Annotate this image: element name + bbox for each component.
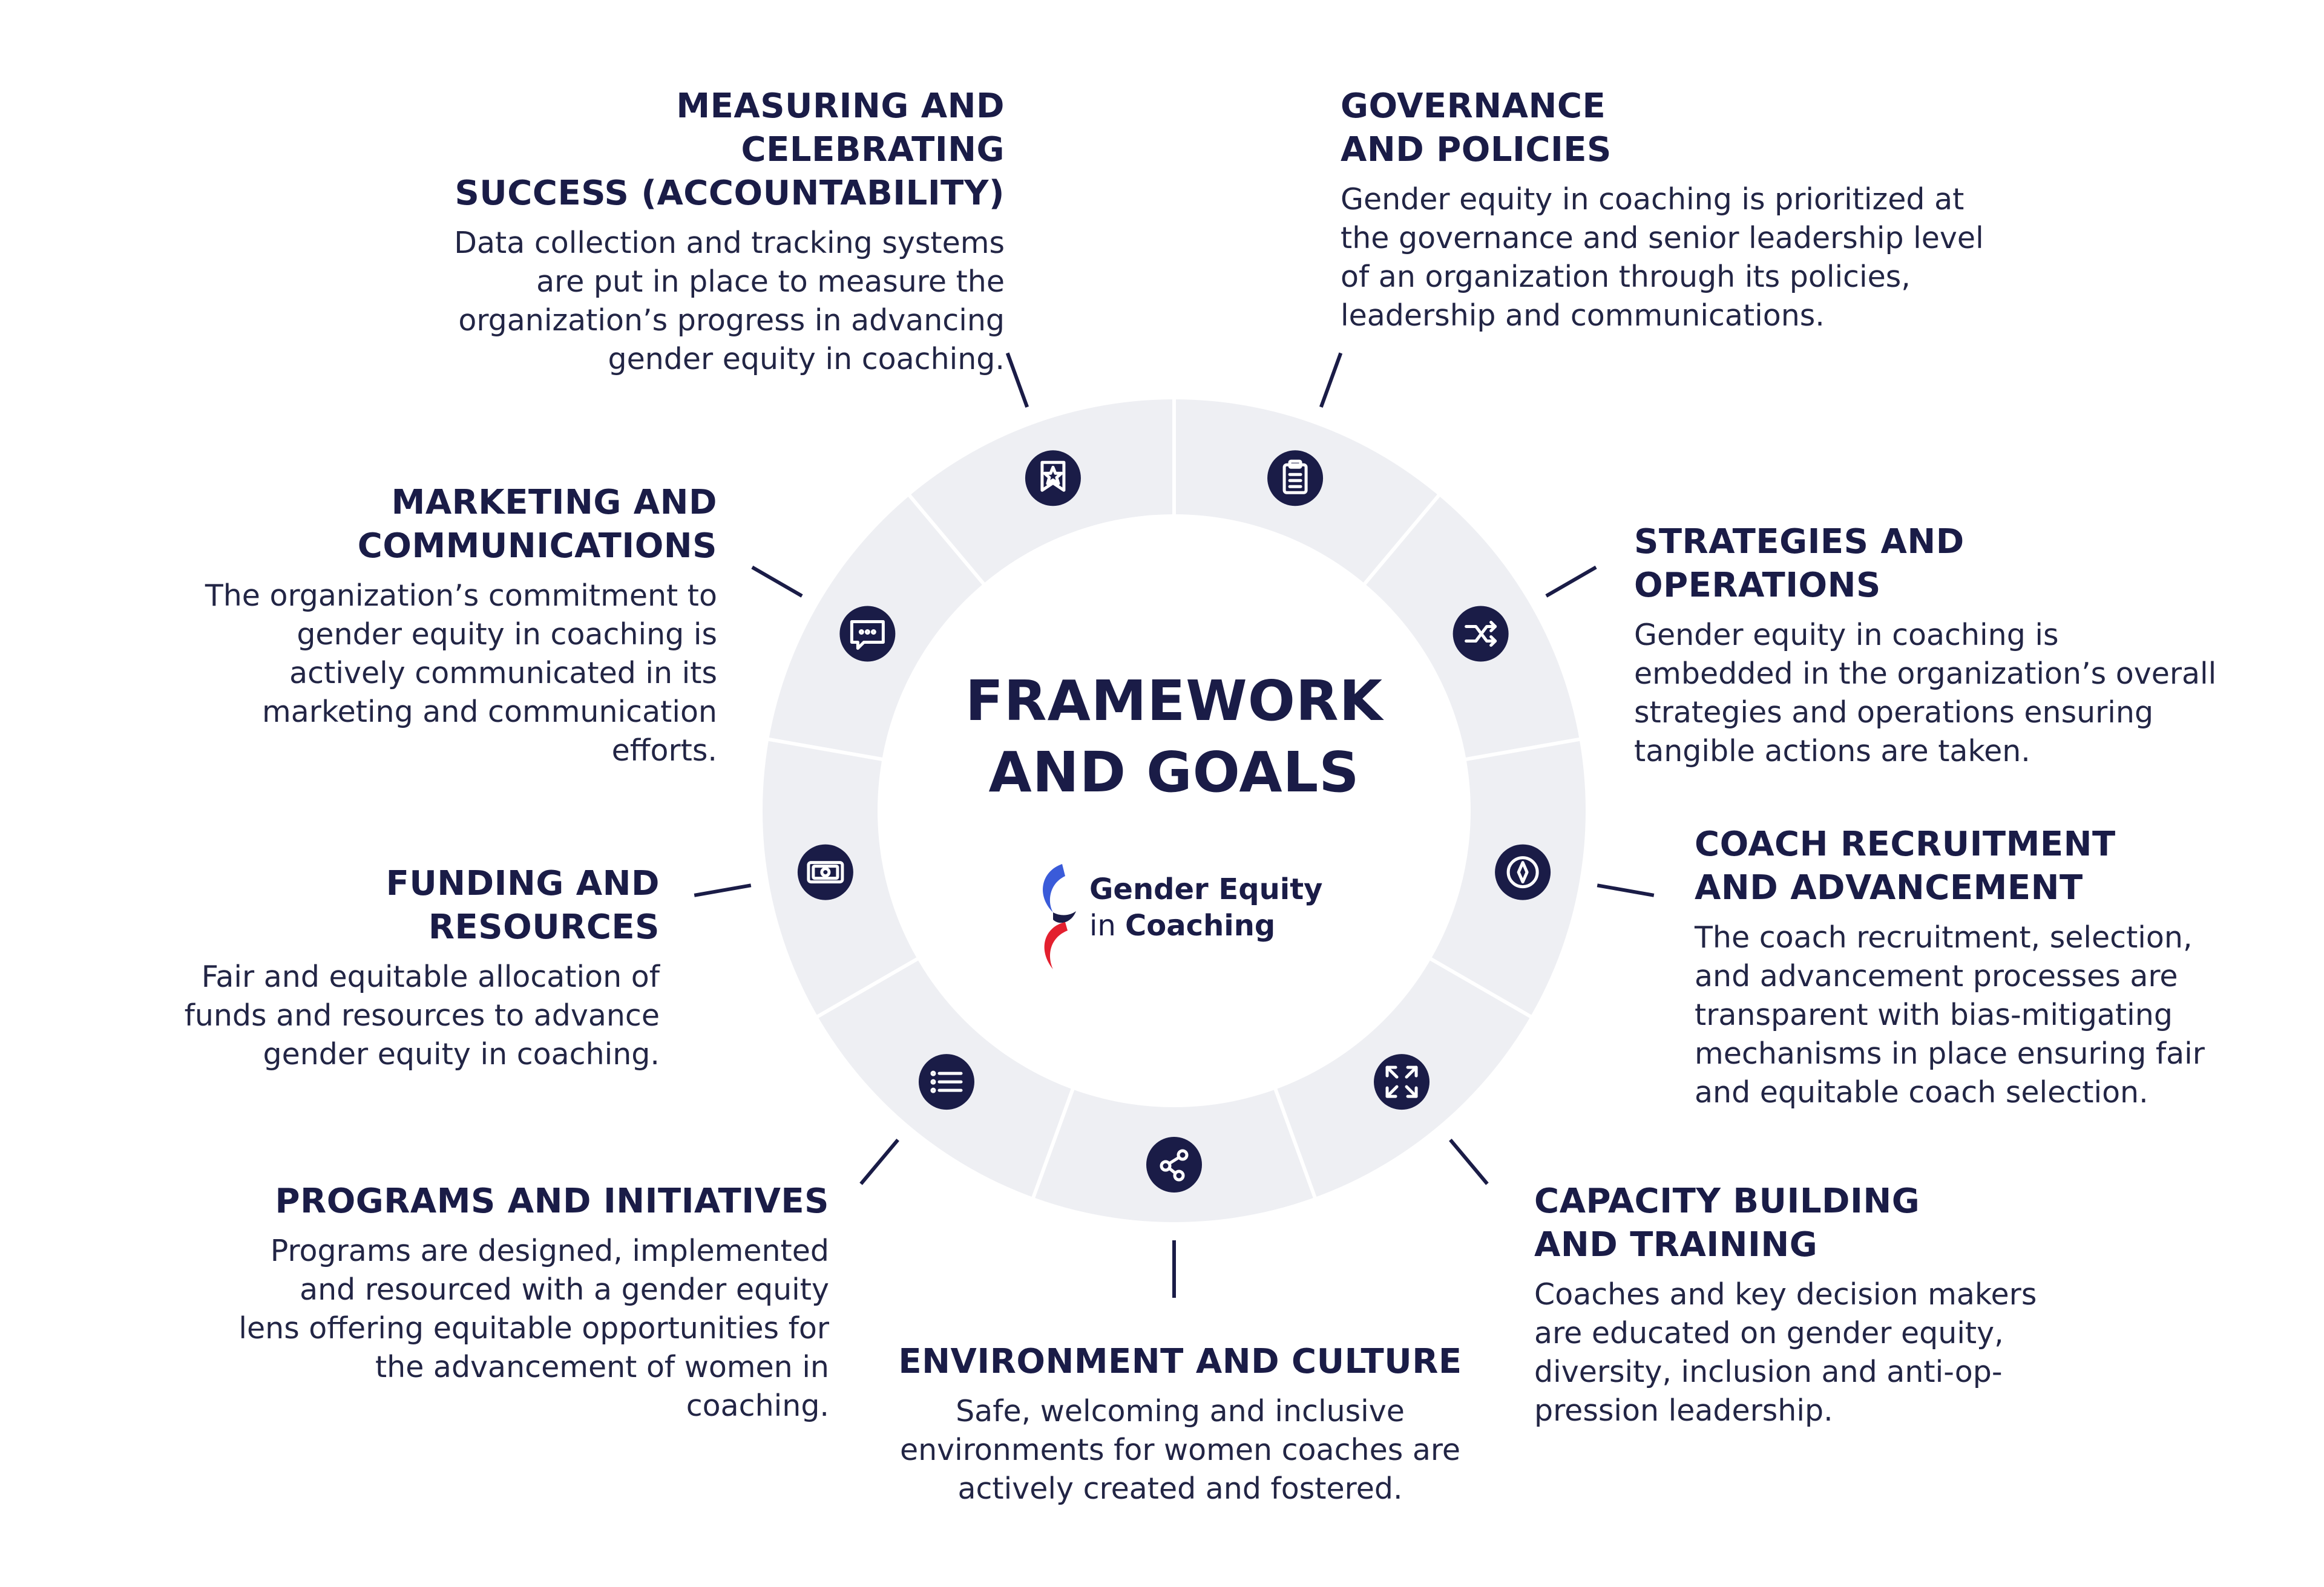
share-nodes-icon [1146,1137,1202,1193]
segment-title-line2: AND ADVANCEMENT [1695,868,2083,908]
segment-title: COACH RECRUITMENT AND ADVANCEMENT [1695,823,2215,910]
ring-divider [1429,957,1533,1019]
connector-line-measuring [1005,352,1029,408]
gender-equity-logo: Gender Equity in Coaching [1029,859,1344,980]
segment-title-line2: AND POLICIES [1341,130,1612,169]
connector-line-governance [1319,352,1343,408]
segment-capacity: CAPACITY BUILDING AND TRAINING Coaches a… [1534,1180,2055,1430]
ring-band [763,399,1586,1222]
expand-arrows-icon [1374,1054,1430,1110]
segment-programs: PROGRAMS AND INITIATIVES Programs are de… [230,1180,829,1425]
banknote-icon [797,844,853,900]
center-title-line2: AND GOALS [988,740,1360,805]
segment-title-line2: COMMUNICATIONS [357,526,717,566]
segment-environment: ENVIRONMENT AND CULTURE Safe, welcoming … [890,1340,1471,1508]
segment-governance: GOVERNANCE AND POLICIES Gender equity in… [1341,85,2006,335]
clipboard-icon [1267,450,1324,506]
chat-bubble-icon [839,606,896,662]
segment-title: FUNDING AND RESOURCES [386,864,660,947]
ring-divider [1273,1087,1318,1199]
connector-line-capacity [1449,1138,1489,1185]
segment-title: MEASURING AND CELEBRATING SUCCESS (ACCOU… [424,85,1005,215]
segment-strategies: STRATEGIES AND OPERATIONS Gender equity … [1634,520,2221,771]
logo-line2-prefix: in [1089,909,1116,943]
logo-line1: Gender Equity [1089,872,1323,906]
segment-measuring: MEASURING AND CELEBRATING SUCCESS (ACCOU… [424,85,1005,379]
segment-title-line2: AND TRAINING [1534,1225,1818,1265]
segment-description: Fair and equitable allocation of funds a… [184,960,660,1072]
ring-divider [1362,493,1441,586]
segment-title: MARKETING AND COMMUNICATIONS [182,481,717,568]
segment-title-line2: SUCCESS (ACCOUNTABILITY) [455,174,1005,213]
segment-description: Gender equity in coaching is prioritized… [1341,182,1984,333]
center-title-line1: FRAMEWORK [965,669,1384,733]
connector-line-strategies [1545,565,1597,598]
logo-text: Gender Equity in Coaching [1089,871,1322,944]
segment-title: GOVERNANCE AND POLICIES [1341,85,2006,172]
segment-description: Programs are designed, implemented and r… [238,1234,829,1423]
connector-line-recruitment [1597,883,1655,897]
segment-description: Gender equity in coaching is embedded in… [1634,618,2217,768]
center-title: FRAMEWORK AND GOALS [932,666,1416,808]
segment-title-line1: COACH RECRUITMENT [1695,825,2116,864]
segment-marketing: MARKETING AND COMMUNICATIONS The organiz… [182,481,717,770]
segment-description: Data collection and tracking systems are… [454,226,1005,376]
compass-icon [1495,844,1551,900]
ring-divider [907,493,986,586]
logo-line2-strong: Coaching [1125,909,1276,943]
segment-title-line1: GOVERNANCE [1341,87,1606,126]
segment-title-line1: CAPACITY BUILDING [1534,1182,1920,1221]
segment-title: PROGRAMS AND INITIATIVES [275,1182,829,1221]
connector-line-marketing [751,565,803,598]
award-badge-icon [1025,450,1081,506]
connector-line-programs [859,1138,899,1185]
segment-title: STRATEGIES AND OPERATIONS [1634,522,1965,605]
ring-divider [767,737,884,762]
ring-divider [815,957,919,1019]
segment-description: The organization’s commitment to gender … [205,578,717,768]
logo-line2: in Coaching [1089,908,1322,944]
segment-description: Safe, welcoming and inclusive environmen… [899,1394,1461,1506]
ring-divider [1465,737,1581,762]
segment-description: The coach recruitment, selection, and ad… [1695,920,2205,1110]
segment-title: CAPACITY BUILDING AND TRAINING [1534,1180,2055,1267]
logo-mark-icon [1043,864,1076,969]
connector-line-funding [694,883,752,897]
segment-title-line1: MEASURING AND CELEBRATING [676,87,1005,169]
segment-funding: FUNDING AND RESOURCES Fair and equitable… [182,862,660,1074]
ring-divider [1031,1087,1075,1199]
segment-title: ENVIRONMENT AND CULTURE [898,1342,1462,1381]
list-icon [918,1054,974,1110]
segment-description: Coaches and key decision makers are educ… [1534,1277,2037,1428]
shuffle-icon [1452,606,1509,662]
segment-title-line1: MARKETING AND [391,483,717,522]
segment-recruitment: COACH RECRUITMENT AND ADVANCEMENT The co… [1695,823,2215,1112]
